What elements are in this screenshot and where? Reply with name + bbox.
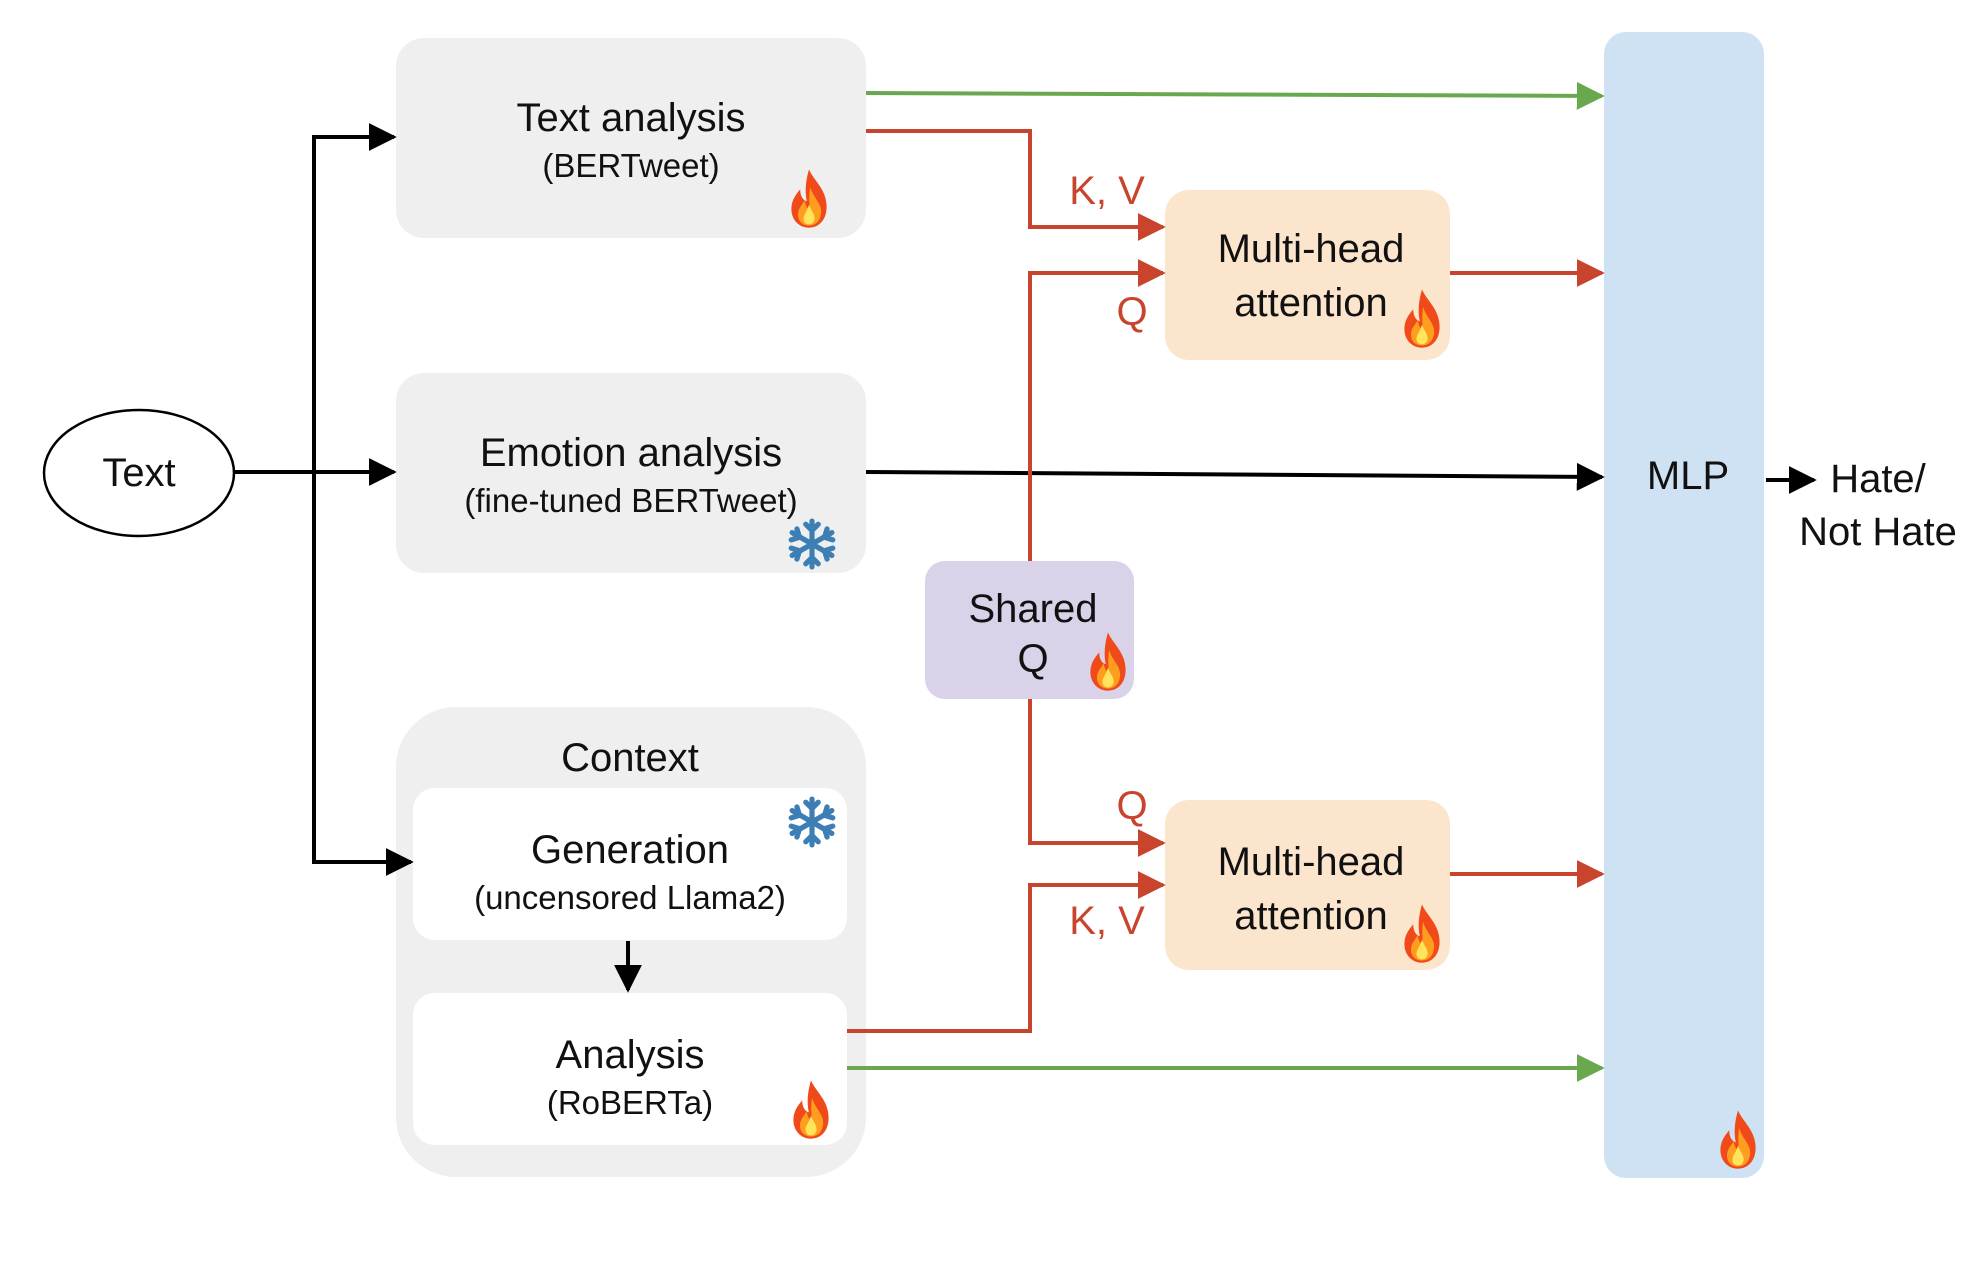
generation-subtitle: (uncensored Llama2)	[474, 879, 786, 916]
text-analysis-title: Text analysis	[517, 96, 746, 140]
arrow-shared-q-to-mha-bottom	[1028, 699, 1166, 857]
arrow-text-analysis-kv	[866, 129, 1166, 241]
text-analysis-box	[396, 38, 866, 238]
edge-label-top-q: Q	[1116, 290, 1147, 334]
mha-top-box	[1165, 190, 1450, 360]
analysis-subtitle: (RoBERTa)	[547, 1084, 713, 1121]
emotion-analysis-title: Emotion analysis	[480, 431, 782, 475]
shared-q-line2: Q	[1017, 637, 1048, 681]
mha-top-line2: attention	[1234, 281, 1387, 325]
generation-box	[413, 788, 847, 940]
mha-bottom-box	[1165, 800, 1450, 970]
arrow-shared-q-to-mha-top	[1028, 259, 1166, 561]
input-fanout-arrows	[234, 123, 414, 876]
mha-bottom-line1: Multi-head	[1218, 840, 1405, 884]
analysis-box	[413, 993, 847, 1145]
edge-label-top-kv: K, V	[1069, 169, 1145, 213]
shared-q-box	[925, 561, 1134, 699]
context-title: Context	[561, 736, 699, 780]
emotion-analysis-subtitle: (fine-tuned BERTweet)	[464, 482, 797, 519]
mlp-box	[1604, 32, 1764, 1178]
input-text-label: Text	[102, 451, 175, 495]
output-line2: Not Hate	[1799, 510, 1957, 554]
generation-title: Generation	[531, 828, 729, 872]
mha-bottom-line2: attention	[1234, 894, 1387, 938]
arrow-emotion-to-mlp	[865, 462, 1605, 491]
edge-label-bottom-q: Q	[1116, 784, 1147, 828]
shared-q-line1: Shared	[969, 587, 1098, 631]
emotion-analysis-box	[396, 373, 866, 573]
arrow-analysis-kv	[847, 871, 1166, 1033]
arrow-text-analysis-to-mlp	[865, 81, 1605, 110]
text-analysis-subtitle: (BERTweet)	[542, 147, 719, 184]
analysis-title: Analysis	[556, 1033, 705, 1077]
edge-label-bottom-kv: K, V	[1069, 899, 1145, 943]
mha-top-line1: Multi-head	[1218, 227, 1405, 271]
output-line1: Hate/	[1830, 457, 1926, 501]
mlp-label: MLP	[1647, 454, 1729, 498]
